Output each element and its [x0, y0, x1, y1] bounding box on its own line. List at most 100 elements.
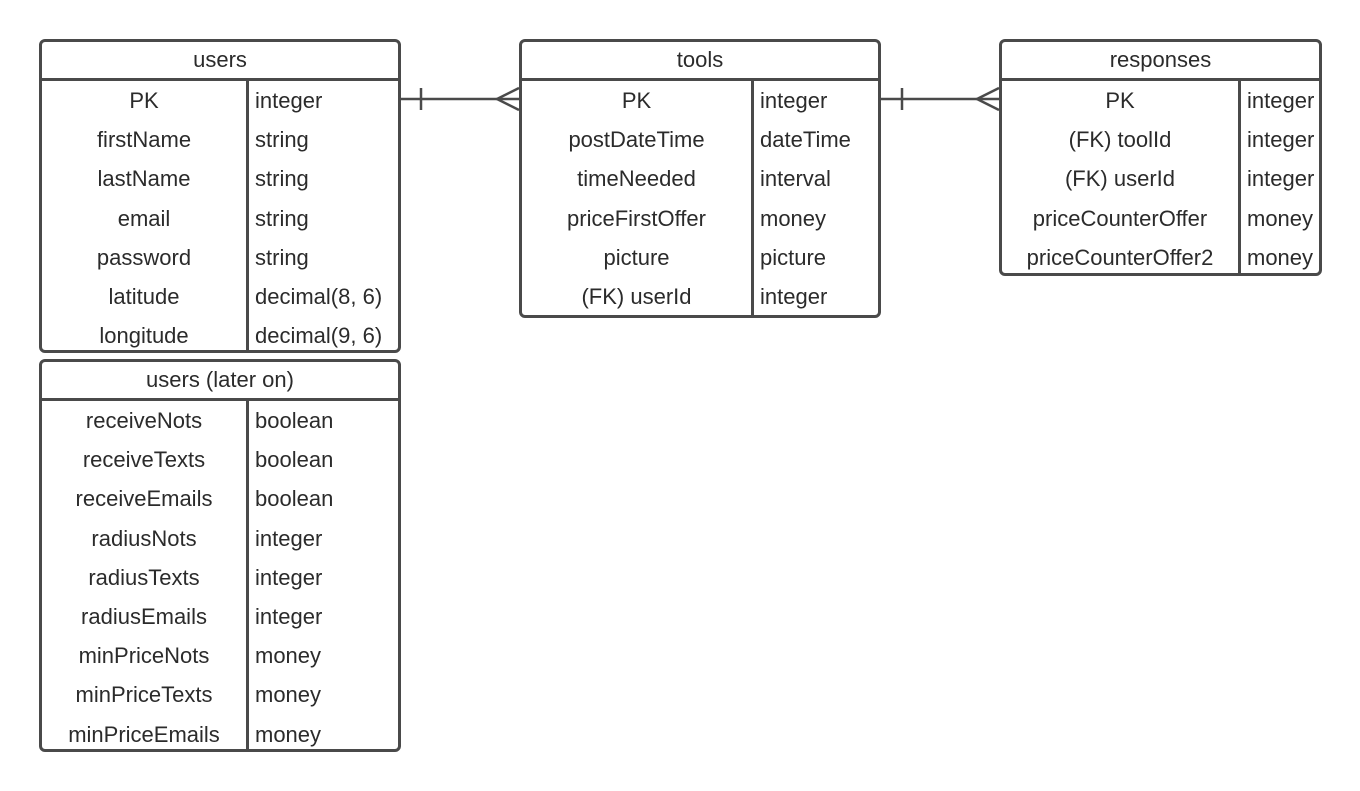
column-divider — [751, 81, 754, 315]
entity-title: users (later on) — [42, 362, 398, 401]
column-divider — [246, 81, 249, 350]
entity-title: tools — [522, 42, 878, 81]
field-row[interactable]: radiusNots integer — [42, 519, 398, 558]
field-type: money — [1247, 205, 1314, 231]
field-row[interactable]: minPriceEmails money — [42, 715, 398, 750]
field-type: decimal(9, 6) — [255, 323, 383, 349]
field-name: receiveNots — [85, 408, 203, 433]
field-name: radiusEmails — [81, 603, 207, 629]
field-type: integer — [255, 525, 323, 551]
field-type: money — [255, 682, 322, 708]
cardinality-many-crowfoot — [974, 86, 1000, 112]
field-row[interactable]: priceCounterOffer2 money — [1002, 238, 1319, 273]
field-type: money — [1247, 244, 1314, 270]
field-row[interactable]: picture picture — [522, 238, 878, 277]
field-type: money — [255, 721, 322, 747]
field-name: priceCounterOffer2 — [1026, 244, 1214, 270]
field-name: minPriceTexts — [75, 682, 213, 708]
field-row[interactable]: (FK) toolId integer — [1002, 120, 1319, 159]
column-divider — [1238, 81, 1241, 273]
field-name: picture — [603, 244, 670, 270]
entity-title: users — [42, 42, 398, 81]
field-name: longitude — [99, 323, 189, 349]
field-row[interactable]: postDateTime dateTime — [522, 120, 878, 159]
field-name: (FK) toolId — [1068, 127, 1172, 153]
field-type: integer — [255, 564, 323, 590]
field-name: minPriceEmails — [68, 721, 220, 747]
cardinality-many-crowfoot — [494, 86, 520, 112]
field-row[interactable]: radiusTexts integer — [42, 558, 398, 597]
field-type: integer — [760, 88, 828, 113]
field-name: (FK) userId — [581, 283, 692, 309]
field-type: decimal(8, 6) — [255, 283, 383, 309]
field-type: integer — [255, 88, 323, 113]
field-type: interval — [760, 166, 831, 192]
relationship-tools-responses[interactable] — [881, 86, 1000, 112]
field-row[interactable]: PK integer — [42, 81, 398, 120]
field-name: lastName — [97, 166, 191, 192]
field-name: minPriceNots — [78, 643, 210, 669]
field-name: receiveEmails — [75, 486, 213, 512]
field-type: money — [255, 643, 322, 669]
field-row[interactable]: longitude decimal(9, 6) — [42, 316, 398, 350]
field-type: money — [760, 205, 827, 231]
field-name: (FK) userId — [1064, 166, 1176, 192]
field-row[interactable]: firstName string — [42, 120, 398, 159]
field-name: radiusTexts — [88, 564, 200, 590]
field-row[interactable]: receiveEmails boolean — [42, 479, 398, 518]
entity-body: PK integer (FK) toolId integer (FK) userId in… — [1002, 81, 1319, 273]
field-row[interactable]: minPriceNots money — [42, 636, 398, 675]
field-type: integer — [1247, 88, 1315, 113]
field-row[interactable]: receiveNots boolean — [42, 401, 398, 440]
field-name: latitude — [108, 283, 180, 309]
field-type: string — [255, 166, 309, 192]
field-row[interactable]: PK integer — [1002, 81, 1319, 120]
field-type: integer — [1247, 166, 1315, 192]
field-name: postDateTime — [568, 127, 705, 153]
field-type: string — [255, 244, 309, 270]
field-row[interactable]: radiusEmails integer — [42, 597, 398, 636]
entity-title: responses — [1002, 42, 1319, 81]
field-name: password — [96, 244, 192, 270]
field-type: picture — [760, 244, 827, 270]
field-type: boolean — [255, 408, 334, 433]
field-name: email — [117, 205, 171, 231]
field-type: string — [255, 205, 309, 231]
field-row[interactable]: (FK) userId integer — [1002, 159, 1319, 198]
field-row[interactable]: latitude decimal(8, 6) — [42, 277, 398, 316]
field-row[interactable]: minPriceTexts money — [42, 675, 398, 714]
field-name: PK — [129, 88, 159, 113]
field-type: integer — [760, 283, 828, 309]
field-type: integer — [255, 603, 323, 629]
field-row[interactable]: email string — [42, 199, 398, 238]
field-name: PK — [1105, 88, 1135, 113]
field-type: string — [255, 127, 309, 153]
field-name: timeNeeded — [577, 166, 696, 192]
field-type: integer — [1247, 127, 1315, 153]
field-name: receiveTexts — [82, 447, 206, 473]
column-divider — [246, 401, 249, 749]
field-name: radiusNots — [91, 525, 197, 551]
field-row[interactable]: timeNeeded interval — [522, 159, 878, 198]
field-type: boolean — [255, 486, 334, 512]
relationship-users-tools[interactable] — [401, 86, 520, 112]
field-name: firstName — [96, 127, 192, 153]
entity-users[interactable]: users PK integer firstName string lastName st… — [39, 39, 401, 353]
field-row[interactable]: priceCounterOffer money — [1002, 199, 1319, 238]
field-type: dateTime — [760, 127, 851, 153]
field-row[interactable]: (FK) userId integer — [522, 277, 878, 315]
field-row[interactable]: lastName string — [42, 159, 398, 198]
field-type: boolean — [255, 447, 334, 473]
field-name: priceCounterOffer — [1032, 205, 1208, 231]
field-row[interactable]: password string — [42, 238, 398, 277]
field-row[interactable]: receiveTexts boolean — [42, 440, 398, 479]
